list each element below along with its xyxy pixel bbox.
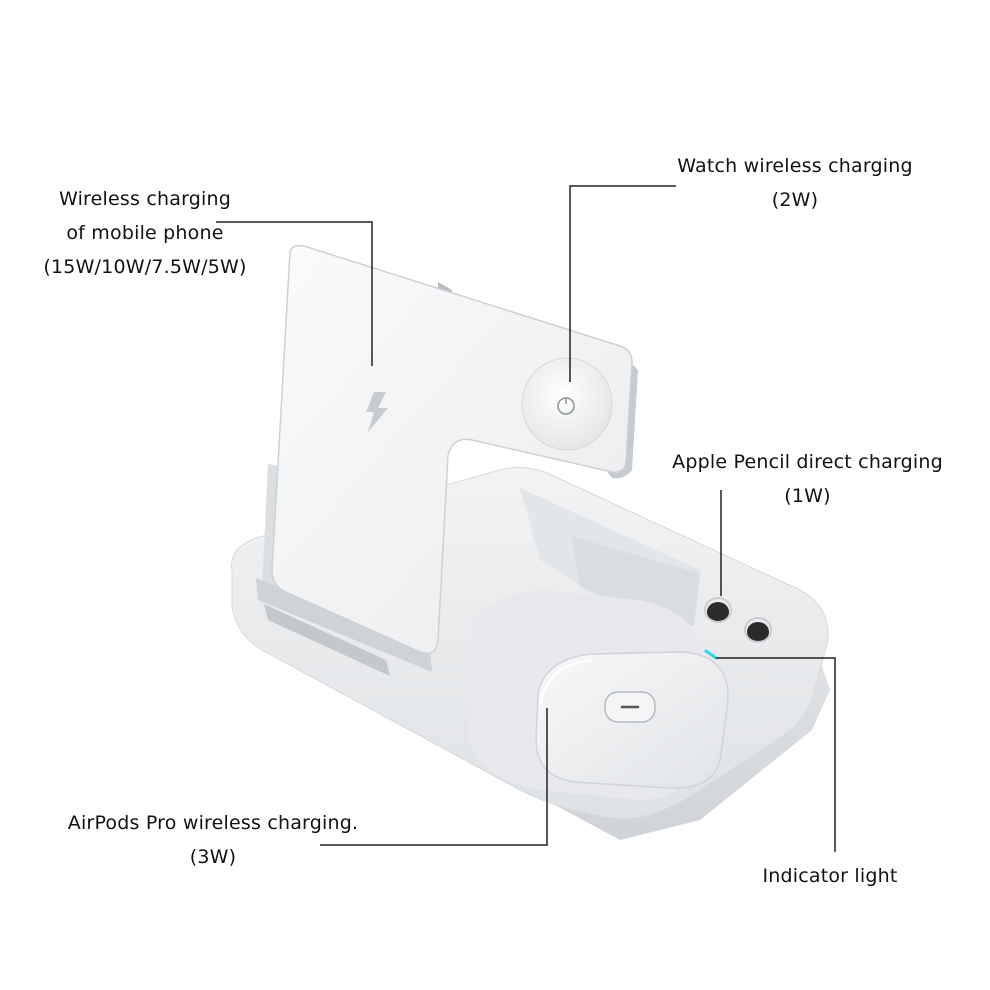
callout-airpods-line-2: (3W): [189, 846, 237, 868]
power-ring-icon: [557, 397, 575, 415]
stand-panel: [271, 244, 633, 655]
stand-foot: [256, 578, 432, 672]
callout-pencil-line-2: (1W): [784, 485, 831, 507]
callout-pencil-line-1: Apple Pencil direct charging: [672, 451, 943, 473]
callout-airpods-line-1: AirPods Pro wireless charging.: [67, 812, 359, 834]
callout-phone-line-2: of mobile phone: [66, 222, 224, 244]
callout-pencil: Apple Pencil direct charging (1W): [650, 445, 965, 513]
callout-indicator-line-1: Indicator light: [762, 865, 898, 887]
callout-watch: Watch wireless charging (2W): [660, 149, 930, 217]
leader-watch: [569, 185, 676, 382]
callout-watch-line-2: (2W): [771, 189, 819, 211]
pencil-hole-2: [747, 622, 769, 642]
leader-airpods: [320, 708, 548, 846]
callout-phone-line-3: (15W/10W/7.5W/5W): [43, 256, 247, 278]
pencil-hole-1: [707, 602, 729, 622]
lightning-bolt-icon: [366, 392, 388, 432]
indicator-light: [704, 649, 718, 660]
leader-phone: [216, 221, 373, 366]
callout-airpods: AirPods Pro wireless charging. (3W): [48, 806, 378, 874]
callout-phone: Wireless charging of mobile phone (15W/1…: [30, 182, 260, 284]
callout-indicator: Indicator light: [745, 859, 915, 893]
callout-watch-line-1: Watch wireless charging: [677, 155, 913, 177]
leader-indicator: [716, 657, 836, 852]
watch-pad: [521, 357, 613, 451]
callout-phone-line-1: Wireless charging: [59, 188, 231, 210]
